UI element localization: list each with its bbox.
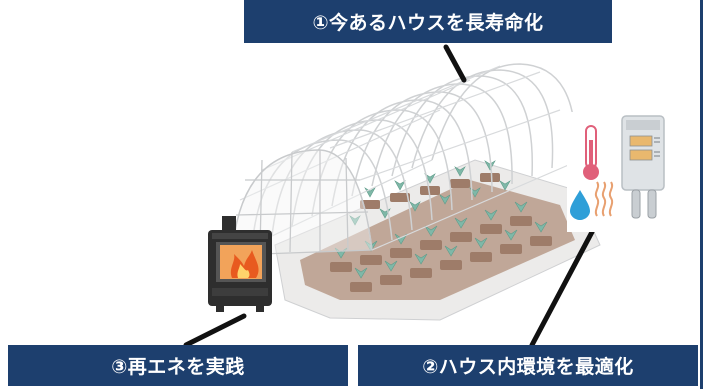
connector-lines (183, 44, 595, 348)
wood-stove-icon (208, 216, 272, 312)
environment-sensor-icon (621, 115, 665, 219)
right-border (700, 0, 703, 389)
label-practice-renewable-energy: ③再エネを実践 (8, 345, 348, 386)
label-extend-greenhouse-life: ①今あるハウスを長寿命化 (244, 0, 612, 43)
label-optimize-greenhouse-environment: ②ハウス内環境を最適化 (358, 345, 698, 386)
heat-wave-icon (594, 181, 614, 217)
water-drop-icon (570, 190, 590, 220)
greenhouse-illustration (231, 63, 601, 321)
